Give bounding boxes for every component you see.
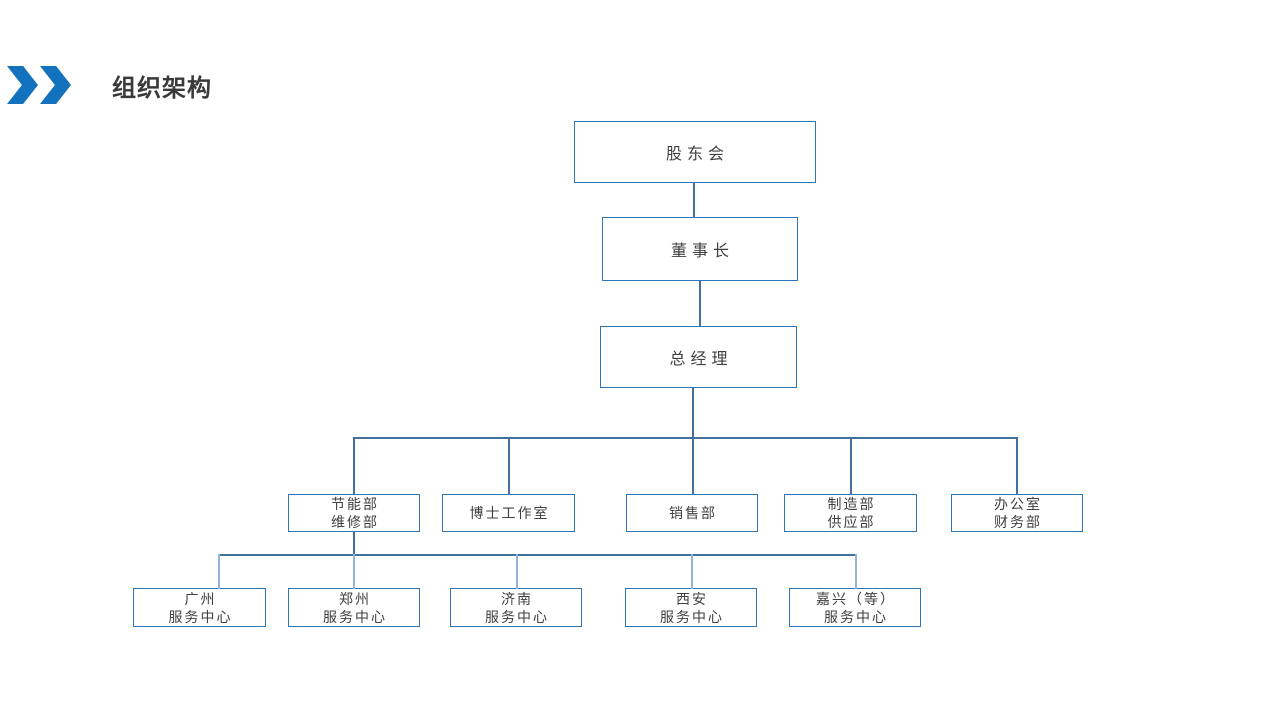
connector-drop-xian	[691, 554, 693, 589]
connector-department-bus	[353, 437, 1017, 439]
page-title: 组织架构	[112, 75, 212, 102]
org-node-sales-dept: 销售部	[626, 494, 758, 532]
org-node-label-line2: 维修部	[331, 514, 379, 530]
connector-drop-guangzhou	[218, 554, 220, 589]
connector-drop-jiaxing	[855, 554, 857, 589]
org-node-label-line1: 制造部	[827, 496, 876, 512]
org-node-label-line1: 郑州	[339, 590, 371, 607]
org-node-phd-studio: 博士工作室	[442, 494, 575, 532]
org-node-label-line1: 广州	[184, 590, 217, 607]
org-node-label-line2: 服务中心	[660, 608, 724, 625]
chevron-right-icon	[40, 66, 71, 104]
org-node-office-finance-dept: 办公室 财务部	[951, 494, 1083, 532]
org-node-label-line1: 办公室	[994, 496, 1042, 512]
org-node-label-line2: 服务中心	[824, 608, 888, 625]
connector-energy-dept-bus	[353, 532, 355, 554]
org-node-label-line2: 供应部	[827, 514, 876, 530]
org-node-guangzhou-service-center: 广州 服务中心	[133, 588, 266, 627]
connector-drop-jinan	[516, 554, 518, 589]
connector-drop-sales-dept	[692, 437, 694, 494]
connector-service-center-bus	[218, 554, 856, 556]
org-node-label: 总经理	[669, 351, 733, 368]
org-node-label: 股东会	[665, 146, 729, 163]
connector-drop-office-dept	[1016, 437, 1018, 494]
org-node-manufacturing-supply-dept: 制造部 供应部	[784, 494, 917, 532]
org-node-energy-maintenance-dept: 节能部 维修部	[288, 494, 420, 532]
connector-drop-manufacturing-dept	[850, 437, 852, 494]
org-node-label-line1: 济南	[501, 590, 533, 607]
org-node-xian-service-center: 西安 服务中心	[625, 588, 757, 627]
org-node-label: 董事长	[670, 243, 734, 260]
connector-gm-bus	[692, 388, 694, 437]
connector-drop-zhengzhou	[353, 554, 355, 589]
org-node-jinan-service-center: 济南 服务中心	[450, 588, 582, 627]
org-node-label-line2: 服务中心	[323, 608, 387, 625]
org-node-label-line1: 销售部	[669, 505, 717, 521]
org-node-label-line1: 博士工作室	[469, 505, 550, 521]
org-node-general-manager: 总经理	[600, 326, 797, 388]
org-node-label-line1: 嘉兴（等）	[816, 590, 896, 607]
connector-shareholders-chairman	[693, 183, 695, 217]
org-node-zhengzhou-service-center: 郑州 服务中心	[288, 588, 420, 627]
org-node-jiaxing-service-center: 嘉兴（等） 服务中心	[789, 588, 921, 627]
org-node-label-line1: 西安	[676, 590, 708, 607]
connector-drop-energy-dept	[353, 437, 355, 494]
org-node-label-line1: 节能部	[331, 496, 379, 512]
connector-drop-phd-studio	[508, 437, 510, 494]
chevron-right-icon	[7, 66, 38, 104]
org-node-shareholders-meeting: 股东会	[574, 121, 816, 183]
org-node-label-line2: 财务部	[994, 514, 1042, 530]
org-node-label-line2: 服务中心	[168, 608, 233, 625]
org-node-label-line2: 服务中心	[485, 608, 549, 625]
org-node-chairman: 董事长	[602, 217, 798, 281]
connector-chairman-gm	[699, 281, 701, 326]
